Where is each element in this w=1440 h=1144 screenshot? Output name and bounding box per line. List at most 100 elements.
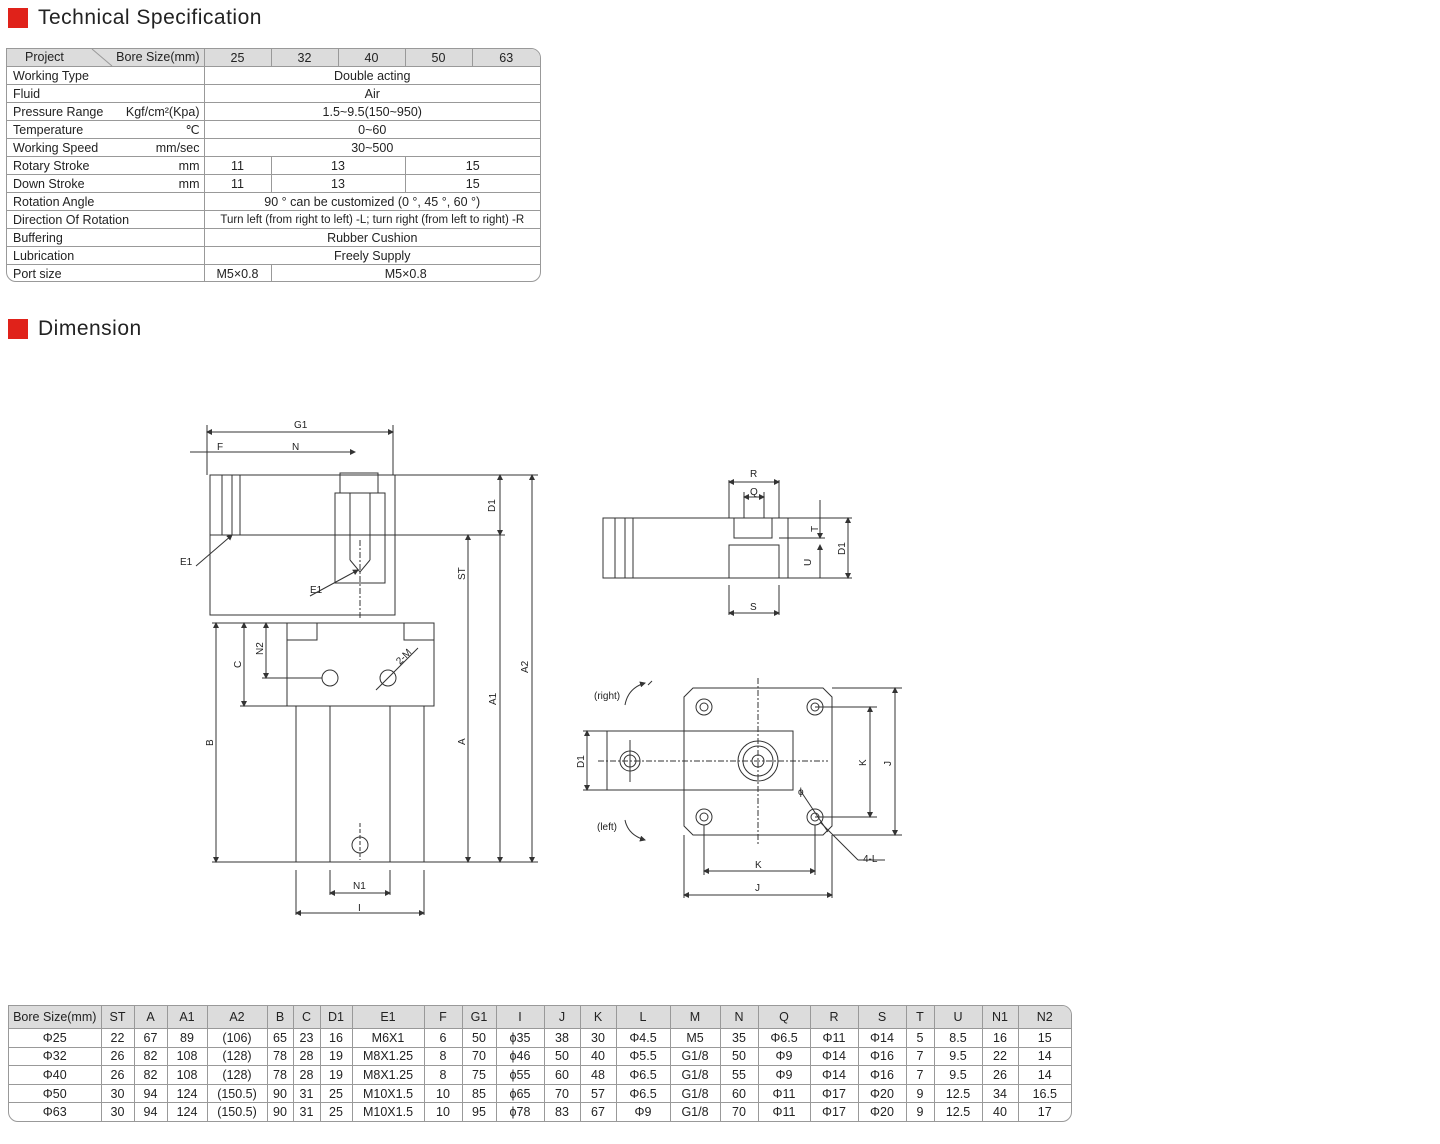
dim-header-c: C [292,1006,321,1029]
dim-cell: 8 [423,1065,463,1085]
spec-label: Port size [7,264,205,281]
dim-cell: Φ50 [9,1083,102,1104]
label-A2: A2 [520,660,531,673]
dim-cell: M10X1.5 [351,1102,425,1121]
dim-cell: 9 [905,1102,935,1121]
dim-cell: 108 [166,1046,208,1067]
spec-value: 30~500 [203,138,540,157]
label-N1: N1 [353,881,366,892]
dim-cell: M10X1.5 [351,1083,425,1104]
dim-cell: 15 [1017,1028,1071,1048]
label-A: A [457,738,468,745]
dim-header-a: A [133,1006,168,1029]
label-R: R [750,469,757,480]
label-K: K [755,860,762,871]
spec-unit: mm [178,158,200,173]
dim-cell: Φ11 [809,1028,859,1048]
dim-header-i: I [495,1006,545,1029]
dim-cell: 60 [543,1065,581,1085]
spec-label: Lubrication [7,246,205,265]
dim-header-e1: E1 [351,1006,425,1029]
dim-cell: 57 [579,1083,617,1104]
dim-cell: ϕ55 [495,1065,545,1085]
dim-cell: 17 [1017,1102,1071,1121]
top-view-labels: (right) (left) D1 K J K J 4-L ϕ [576,691,894,894]
dim-cell: 19 [319,1046,353,1067]
dim-header-l: L [615,1006,671,1029]
side-view [190,425,538,916]
dim-header-a2: A2 [206,1006,268,1029]
dim-cell: 8.5 [933,1028,983,1048]
dim-cell: 22 [981,1046,1019,1067]
label-A1: A1 [488,692,499,705]
dim-cell: 124 [166,1083,208,1104]
dim-cell: 22 [100,1028,135,1048]
spec-label: Direction Of Rotation [7,210,205,229]
dim-cell: Φ32 [9,1046,102,1067]
dim-cell: 14 [1017,1046,1071,1067]
project-label: Project [25,50,64,64]
dim-cell: Φ6.5 [757,1028,811,1048]
spec-table: Project Bore Size(mm) 25 32 40 50 63 Wor… [7,49,540,281]
dim-cell: Φ9 [757,1065,811,1085]
dim-cell: 9 [905,1083,935,1104]
dim-cell: G1/8 [669,1046,721,1067]
dim-header-bore-size-mm-: Bore Size(mm) [9,1006,102,1029]
dim-cell: G1/8 [669,1083,721,1104]
project-bore-header: Project Bore Size(mm) [7,49,205,67]
dim-header-n: N [719,1006,759,1029]
dimension-title-text: Dimension [38,317,142,340]
spec-row: Lubrication Freely Supply [7,246,540,265]
dim-cell: 9.5 [933,1065,983,1085]
dim-cell: Φ16 [857,1046,907,1067]
dim-cell: (106) [206,1028,268,1048]
label-C: C [233,661,244,668]
dim-header-g1: G1 [461,1006,497,1029]
dim-cell: Φ9 [757,1046,811,1067]
dim-cell: 12.5 [933,1102,983,1121]
dim-cell: 82 [133,1046,168,1067]
dim-cell: M8X1.25 [351,1046,425,1067]
label-D1-end: D1 [837,542,848,555]
section-title-spec: Technical Specification [8,6,262,30]
dim-cell: (128) [206,1065,268,1085]
dim-cell: 28 [292,1046,321,1067]
dim-header-t: T [905,1006,935,1029]
dim-cell: 70 [543,1083,581,1104]
dim-cell: 60 [719,1083,759,1104]
dim-header-s: S [857,1006,907,1029]
dim-cell: 89 [166,1028,208,1048]
label-right: (right) [594,691,620,702]
spec-value: M5×0.8 [203,264,272,281]
spec-row: Direction Of Rotation Turn left (from ri… [7,210,540,229]
dim-cell: 124 [166,1102,208,1121]
label-S: S [750,602,757,613]
dim-cell: 48 [579,1065,617,1085]
dim-cell: M5 [669,1028,721,1048]
dim-cell: Φ16 [857,1065,907,1085]
dim-cell: 26 [100,1065,135,1085]
dim-cell: 67 [579,1102,617,1121]
dim-cell: 26 [981,1065,1019,1085]
dim-cell: Φ63 [9,1102,102,1121]
dim-cell: 82 [133,1065,168,1085]
dim-cell: ϕ46 [495,1046,545,1067]
spec-unit: mm [178,176,200,191]
dim-cell: 85 [461,1083,497,1104]
dim-header-m: M [669,1006,721,1029]
label-F: F [217,442,223,453]
label-D1-top: D1 [576,755,587,768]
dim-cell: 50 [543,1046,581,1067]
dim-cell: 7 [905,1065,935,1085]
label-left: (left) [597,822,617,833]
dim-cell: 10 [423,1083,463,1104]
dim-cell: Φ9 [615,1102,671,1121]
dim-cell: 35 [719,1028,759,1048]
dim-cell: Φ17 [809,1083,859,1104]
dim-cell: 25 [319,1102,353,1121]
dim-cell: 67 [133,1028,168,1048]
